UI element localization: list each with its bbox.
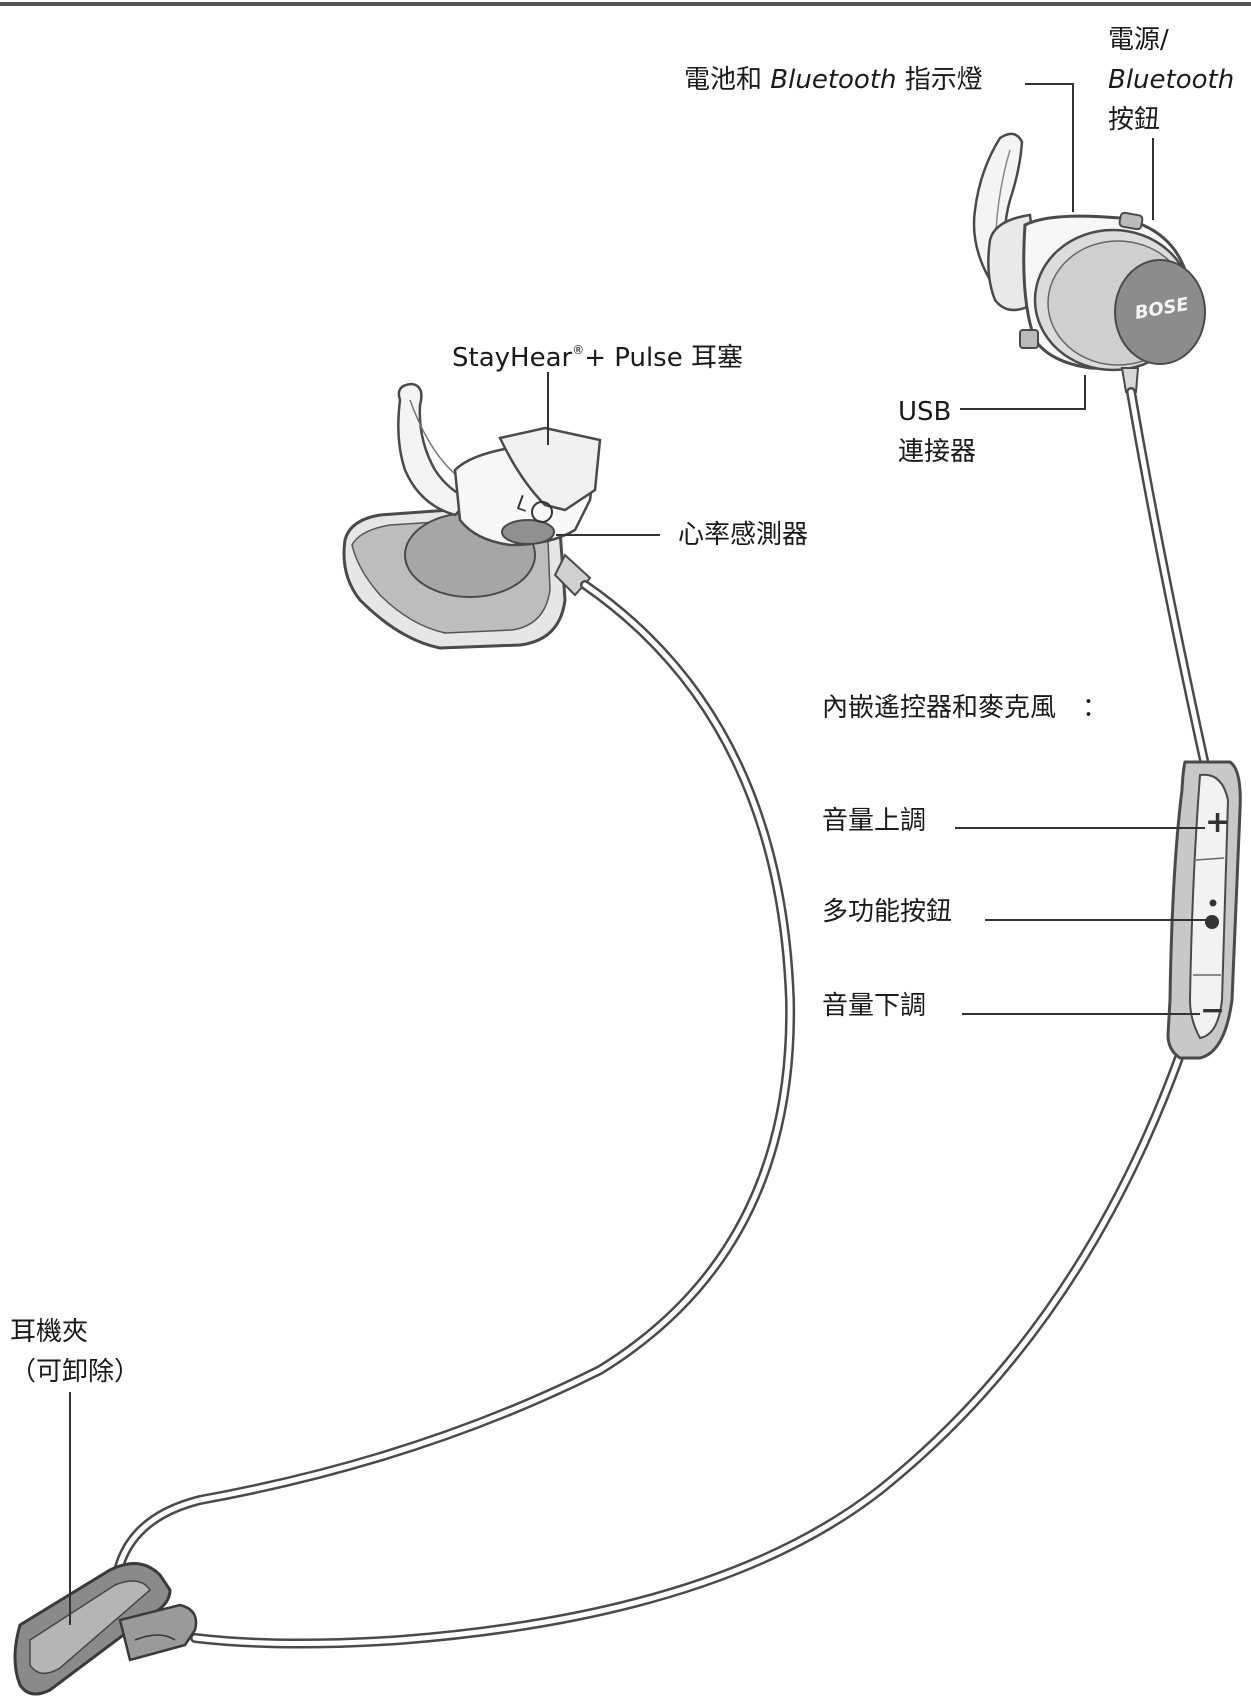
clip-label-line1: 耳機夾	[10, 1317, 89, 1347]
power-label-line1: 電源/	[1108, 25, 1169, 55]
shirt-clip	[13, 1562, 198, 1696]
usb-label-line1: USB	[898, 397, 952, 427]
usb-label-line2: 連接器	[898, 437, 977, 467]
stayhear-label-main: StayHear	[452, 343, 573, 373]
battery-indicator-label: 電池和 Bluetooth 指示燈	[684, 62, 983, 98]
stayhear-tips-label: StayHear®+ Pulse 耳塞	[452, 332, 743, 376]
right-earbud: BOSE	[972, 132, 1206, 393]
volume-up-label: 音量上調	[822, 806, 927, 836]
left-earbud: L	[342, 382, 602, 650]
battery-label-suffix: 指示燈	[904, 65, 983, 95]
stayhear-label-reg: ®	[572, 343, 585, 357]
volume-down-label: 音量下調	[822, 991, 927, 1021]
heart-rate-sensor-label: 心率感測器	[678, 520, 809, 550]
battery-label-bt: Bluetooth	[770, 65, 897, 95]
battery-label-prefix: 電池和	[684, 65, 763, 95]
usb-connector-label: USB 連接器	[898, 392, 976, 472]
power-label-line2: Bluetooth	[1108, 65, 1235, 95]
clip-label-line2: （可卸除）	[10, 1357, 141, 1387]
remote-plus-mark: +	[1205, 805, 1230, 840]
inline-remote: + −	[1166, 760, 1242, 1060]
leader-lines	[69, 83, 1208, 1625]
multifunction-button-label: 多功能按鈕	[822, 897, 953, 927]
inline-remote-label: 內嵌遙控器和麥克風 ：	[822, 693, 1109, 723]
remote-minus-mark: −	[1200, 993, 1225, 1028]
power-button-label: 電源/ Bluetooth 按鈕	[1108, 20, 1234, 140]
cables	[109, 387, 1210, 1649]
clip-label: 耳機夾 （可卸除）	[10, 1312, 140, 1392]
stayhear-label-rest: + Pulse 耳塞	[584, 343, 743, 373]
power-label-line3: 按鈕	[1108, 105, 1161, 135]
